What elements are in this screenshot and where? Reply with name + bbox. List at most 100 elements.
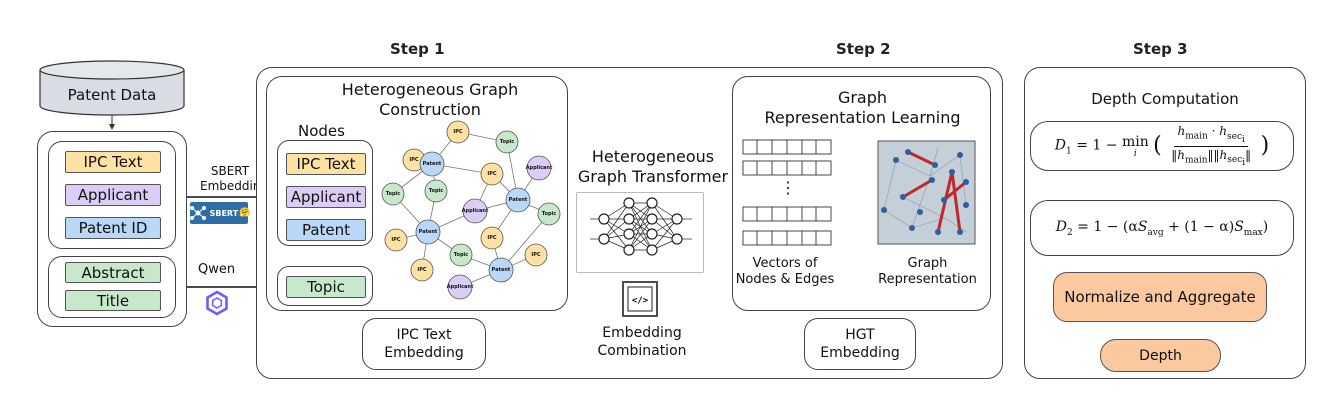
graph-node-label: Applicant [461,208,489,214]
d1-lhs-sub: 1 [1066,146,1072,157]
d1-den-sub2: sec [1227,154,1243,165]
d2-formula: D2 = 1 − (αSavg + (1 − α)Smax) [1056,219,1268,238]
hgt-title-line2: Graph Transformer [577,167,729,186]
embedding-combination-line2: Combination [597,343,687,359]
neural-network-panel [576,192,704,273]
graph-representation-title-line2: Representation Learning [764,108,961,127]
graph-representation-title: Graph Representation Learning [740,88,985,128]
graph-node-label: Applicant [446,284,474,290]
graph-representation-panel [732,76,991,311]
graph-construction-title-line1: Heterogeneous Graph [341,80,519,99]
graph-node-label: Patent [422,161,442,167]
graph-representation-label: Graph Representation [870,256,985,288]
d1-formula: D1 = 1 − min i ( hmain · hseci ‖hmain‖‖h… [1054,124,1270,168]
hgt-title: Heterogeneous Graph Transformer [575,147,731,187]
graph-node-label: Topic [428,188,444,194]
vector-ellipsis: ⋮ [780,178,796,197]
d1-min-sub: i [1133,149,1137,159]
embedding-combination: Embedding Combination [590,324,694,360]
vectors-label-line2: Nodes & Edges [735,272,835,287]
node-type-ipc-text: IPC Text [286,153,366,175]
graph-construction-title-line2: Construction [379,100,481,119]
d1-lhs: D [1054,138,1067,154]
patent-data-label: Patent Data [67,86,157,104]
source-patent-id: Patent ID [65,217,161,239]
graph-node-label: Patent [491,267,511,273]
source-applicant: Applicant [65,184,161,206]
graph-node-label: Topic [453,252,469,258]
vectors-label-line1: Vectors of [752,256,818,271]
node-type-patent: Patent [286,219,366,241]
source-ipc-text: IPC Text [65,151,161,173]
ipc-text-embedding-line2: Embedding [384,345,464,361]
ipc-text-embedding-box: IPC Text Embedding [362,318,486,370]
d2-s1: S [1137,218,1148,235]
graph-node-label: Topic [541,211,557,217]
source-title: Title [65,290,161,311]
graph-node-label: IPC [417,267,427,273]
step-1-label: Step 1 [390,40,445,58]
ipc-text-embedding-line1: IPC Text [396,327,452,343]
d1-den-sub2b: i [1242,157,1246,168]
d1-min: min [1121,134,1149,150]
svg-text:</>: </> [632,296,649,306]
d1-den-end: ‖ [1245,147,1252,162]
step-3-label: Step 3 [1133,40,1188,58]
graph-representation-title-line1: Graph [837,88,888,107]
depth-computation-title: Depth Computation [1091,90,1239,108]
d2-end: ) [1262,218,1269,235]
d1-num-sub2: sec [1227,131,1242,142]
graph-node-label: IPC [453,129,463,135]
d2-s-max: max [1243,227,1263,238]
node-type-applicant: Applicant [286,186,366,208]
d1-num-h2: h [1219,124,1227,139]
graph-node-label: IPC [487,235,497,241]
d2-formula-box: D2 = 1 − (αSavg + (1 − α)Smax) [1030,200,1294,256]
d2-s-avg: avg [1147,227,1164,238]
vectors-label: Vectors of Nodes & Edges [735,256,835,288]
graph-node-label: Topic [385,191,401,197]
normalize-aggregate-box: Normalize and Aggregate [1053,272,1267,322]
d1-den-mid: ‖‖h [1207,147,1228,162]
sbert-network-icon [189,206,206,220]
qwen-label: Qwen [198,262,236,277]
hgt-embedding-line2: Embedding [820,345,900,361]
d1-num-sub2b: i [1242,134,1245,145]
sbert-label: SBERT Embedding [200,164,269,194]
graph-node-label: IPC [531,252,541,258]
graph-node-label: Applicant [525,165,553,171]
hgt-embedding-line1: HGT [845,327,875,343]
graph-node-label: IPC [391,237,401,243]
sbert-label-line2: Embedding [200,179,269,193]
graph-node-label: Patent [418,229,438,235]
nodes-label: Nodes [298,122,345,140]
d1-eq: = 1 − [1076,138,1118,154]
hgt-embedding-box: HGT Embedding [804,318,916,370]
graph-construction-title: Heterogeneous Graph Construction [300,80,560,120]
d2-plus: + (1 − α) [1168,218,1235,235]
embedding-combination-line1: Embedding [602,325,682,341]
graph-node-label: IPC [409,157,419,163]
step-2-label: Step 2 [836,40,891,58]
graph-node-label: Patent [508,197,528,203]
d2-eq: = 1 − (α [1077,218,1138,235]
d1-den-sub1: main [1184,154,1208,165]
code-chip-icon: </> [622,281,658,317]
depth-box: Depth [1100,339,1221,372]
d1-num-h: h [1177,124,1186,139]
node-type-topic: Topic [286,276,366,298]
hgt-title-line1: Heterogeneous [591,147,715,166]
d2-lhs: D [1055,218,1067,235]
graph-node-label: IPC [487,171,497,177]
graph-representation-label-line1: Graph [907,256,948,271]
d1-formula-box: D1 = 1 − min i ( hmain · hseci ‖hmain‖‖h… [1030,121,1294,171]
d2-lhs-sub: 2 [1066,227,1073,238]
d1-den-start: ‖h [1171,147,1185,162]
d1-num-sub1: main [1185,131,1208,142]
